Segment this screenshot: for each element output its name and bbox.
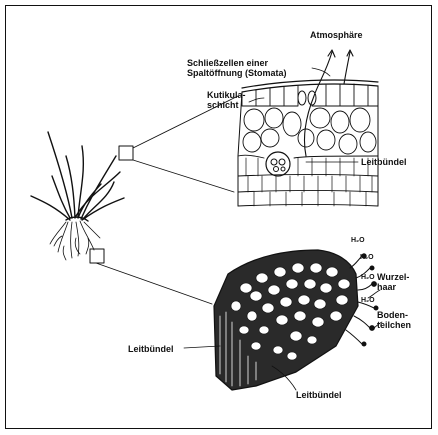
label-atmosphaere: Atmosphäre	[310, 30, 363, 40]
label-kutikula-2: schicht	[207, 100, 239, 110]
label-leitbuendel-root-bottom: Leitbündel	[296, 390, 342, 400]
label-boden-2: teilchen	[377, 320, 411, 330]
label-wurzelhaar-2: haar	[377, 282, 396, 292]
leaf-connector-bottom	[133, 160, 234, 192]
root-cross-section	[214, 250, 378, 390]
root-zoom-box	[90, 249, 104, 263]
label-schliesszellen-1: Schließzellen einer	[187, 58, 268, 68]
label-boden-1: Boden-	[377, 310, 408, 320]
label-h2o-4: H₂O	[361, 296, 375, 306]
label-wurzelhaar-1: Wurzel-	[377, 272, 409, 282]
leaf-zoom-box	[119, 146, 133, 160]
plant-illustration	[31, 132, 124, 260]
label-schliesszellen-2: Spaltöffnung (Stomata)	[187, 68, 287, 78]
label-leitbuendel-leaf: Leitbündel	[361, 157, 407, 167]
root-connector	[96, 263, 212, 304]
label-leitbuendel-root-left: Leitbündel	[128, 344, 174, 354]
label-h2o-3: H₂O	[361, 273, 375, 283]
label-h2o-1: H₂O	[351, 236, 365, 246]
label-kutikula-1: Kutikula-	[207, 90, 246, 100]
label-h2o-2: H₂O	[360, 253, 374, 263]
figure-frame: Atmosphäre Schließzellen einer Spaltöffn…	[5, 5, 432, 429]
